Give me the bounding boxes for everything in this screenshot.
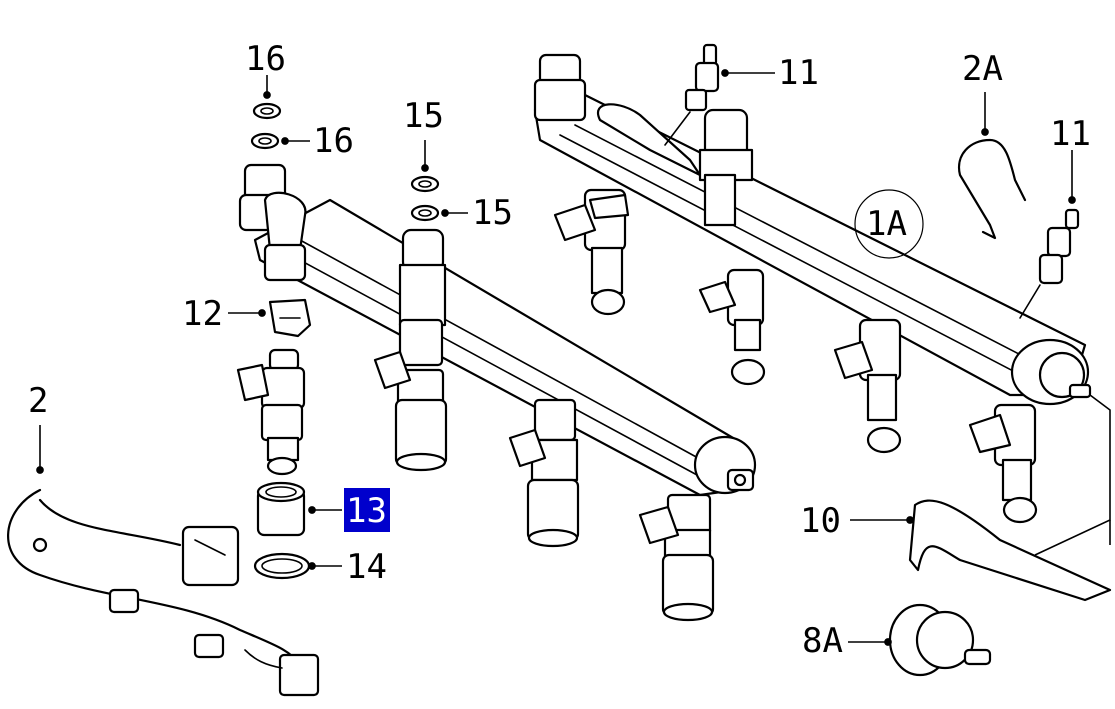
fuel-pipe-10[interactable] — [908, 499, 1112, 602]
connector-11-right[interactable] — [1019, 208, 1080, 319]
rear-injector-3[interactable] — [833, 318, 902, 454]
spring-clip-2a[interactable] — [957, 138, 1027, 240]
callout-2a[interactable]: 2A — [962, 49, 1003, 89]
front-injector-1[interactable] — [373, 228, 448, 472]
callout-13-label: 13 — [346, 491, 387, 531]
seal-ring-14[interactable] — [253, 552, 311, 580]
o-ring-16-upper[interactable] — [252, 102, 282, 120]
rear-injector-2[interactable] — [553, 188, 630, 316]
callout-1a-label: 1A — [866, 204, 907, 244]
callout-16-side[interactable]: 16 — [313, 121, 354, 161]
rear-injector-1[interactable] — [698, 108, 766, 386]
o-ring-15-lower[interactable] — [410, 204, 440, 222]
injector-sleeve-13[interactable] — [256, 481, 306, 537]
return-lines[interactable] — [1034, 394, 1111, 556]
callout-2[interactable]: 2 — [28, 381, 48, 421]
front-fuel-rail[interactable] — [238, 163, 757, 497]
callout-14[interactable]: 14 — [346, 547, 387, 587]
callout-10[interactable]: 10 — [800, 501, 841, 541]
callout-15-side[interactable]: 15 — [472, 193, 513, 233]
o-ring-16-lower[interactable] — [250, 132, 280, 150]
callout-15-top[interactable]: 15 — [403, 96, 444, 136]
selected-highlight — [344, 488, 390, 532]
callout-12[interactable]: 12 — [182, 294, 223, 334]
o-ring-15-upper[interactable] — [410, 175, 440, 193]
callout-11-top[interactable]: 11 — [778, 53, 819, 93]
injector-clip-12[interactable] — [268, 298, 312, 338]
pressure-regulator-8a[interactable] — [888, 603, 992, 677]
callout-11-right[interactable]: 11 — [1050, 114, 1091, 154]
connector-11-top[interactable] — [664, 43, 720, 146]
fuel-injector-single[interactable] — [236, 348, 306, 476]
callout-13-selected[interactable]: 13 — [344, 488, 390, 532]
rear-fuel-rail[interactable] — [533, 53, 1092, 406]
callout-16-top[interactable]: 16 — [245, 39, 286, 79]
wiring-harness-2[interactable] — [7, 488, 320, 697]
rear-injector-4[interactable] — [968, 403, 1038, 524]
front-injector-2[interactable] — [508, 398, 580, 548]
callout-1a[interactable]: 1A — [854, 189, 924, 259]
callout-8a[interactable]: 8A — [802, 621, 843, 661]
front-injector-3[interactable] — [638, 493, 715, 622]
